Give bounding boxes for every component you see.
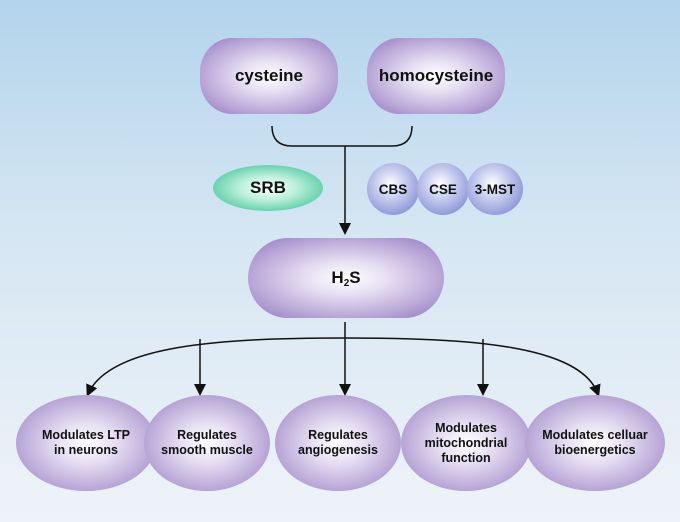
effect-ltp-neurons-line1: Modulates LTP (42, 428, 130, 442)
effect-bioenergetics: Modulates celluar bioenergetics (525, 395, 665, 491)
effect-bioenergetics-line1: Modulates celluar (542, 428, 648, 442)
enzyme-3mst-node: 3-MST (467, 163, 523, 215)
effect-ltp-neurons: Modulates LTP in neurons (16, 395, 156, 491)
effect-mitochondrial-line1: Modulates (435, 420, 497, 435)
homocysteine-node: homocysteine (367, 38, 505, 114)
effect-mitochondrial: Modulates mitochondrial function (401, 395, 531, 491)
effect-ltp-neurons-line2: in neurons (54, 443, 118, 457)
effect-bioenergetics-line2: bioenergetics (554, 443, 636, 457)
arrow-to-effect-5 (344, 337, 601, 397)
effect-smooth-muscle-line1: Regulates (177, 428, 237, 442)
srb-label: SRB (250, 178, 286, 197)
h2s-node: H2S (248, 238, 444, 318)
effect-smooth-muscle-line2: smooth muscle (161, 443, 253, 457)
enzyme-cse-node: CSE (417, 163, 469, 215)
enzyme-cbs-label: CBS (378, 181, 408, 197)
srb-node: SRB (213, 165, 323, 211)
effect-angiogenesis-line2: angiogenesis (298, 443, 378, 457)
enzyme-3mst-label: 3-MST (474, 181, 516, 197)
enzyme-cbs-node: CBS (367, 163, 419, 215)
effect-mitochondrial-line2: mitochondrial (424, 435, 508, 450)
effect-angiogenesis-line1: Regulates (308, 428, 368, 442)
effect-angiogenesis: Regulates angiogenesis (275, 395, 401, 491)
h2s-label: H2S (331, 267, 361, 289)
cysteine-node: cysteine (200, 38, 338, 114)
arrow-to-effect-1 (86, 337, 346, 397)
homocysteine-label: homocysteine (378, 66, 494, 85)
substrate-merge-bracket (271, 125, 413, 147)
effect-smooth-muscle: Regulates smooth muscle (144, 395, 270, 491)
effect-mitochondrial-line3: function (441, 450, 491, 465)
cysteine-label: cysteine (234, 66, 304, 85)
enzyme-cse-label: CSE (429, 181, 457, 197)
